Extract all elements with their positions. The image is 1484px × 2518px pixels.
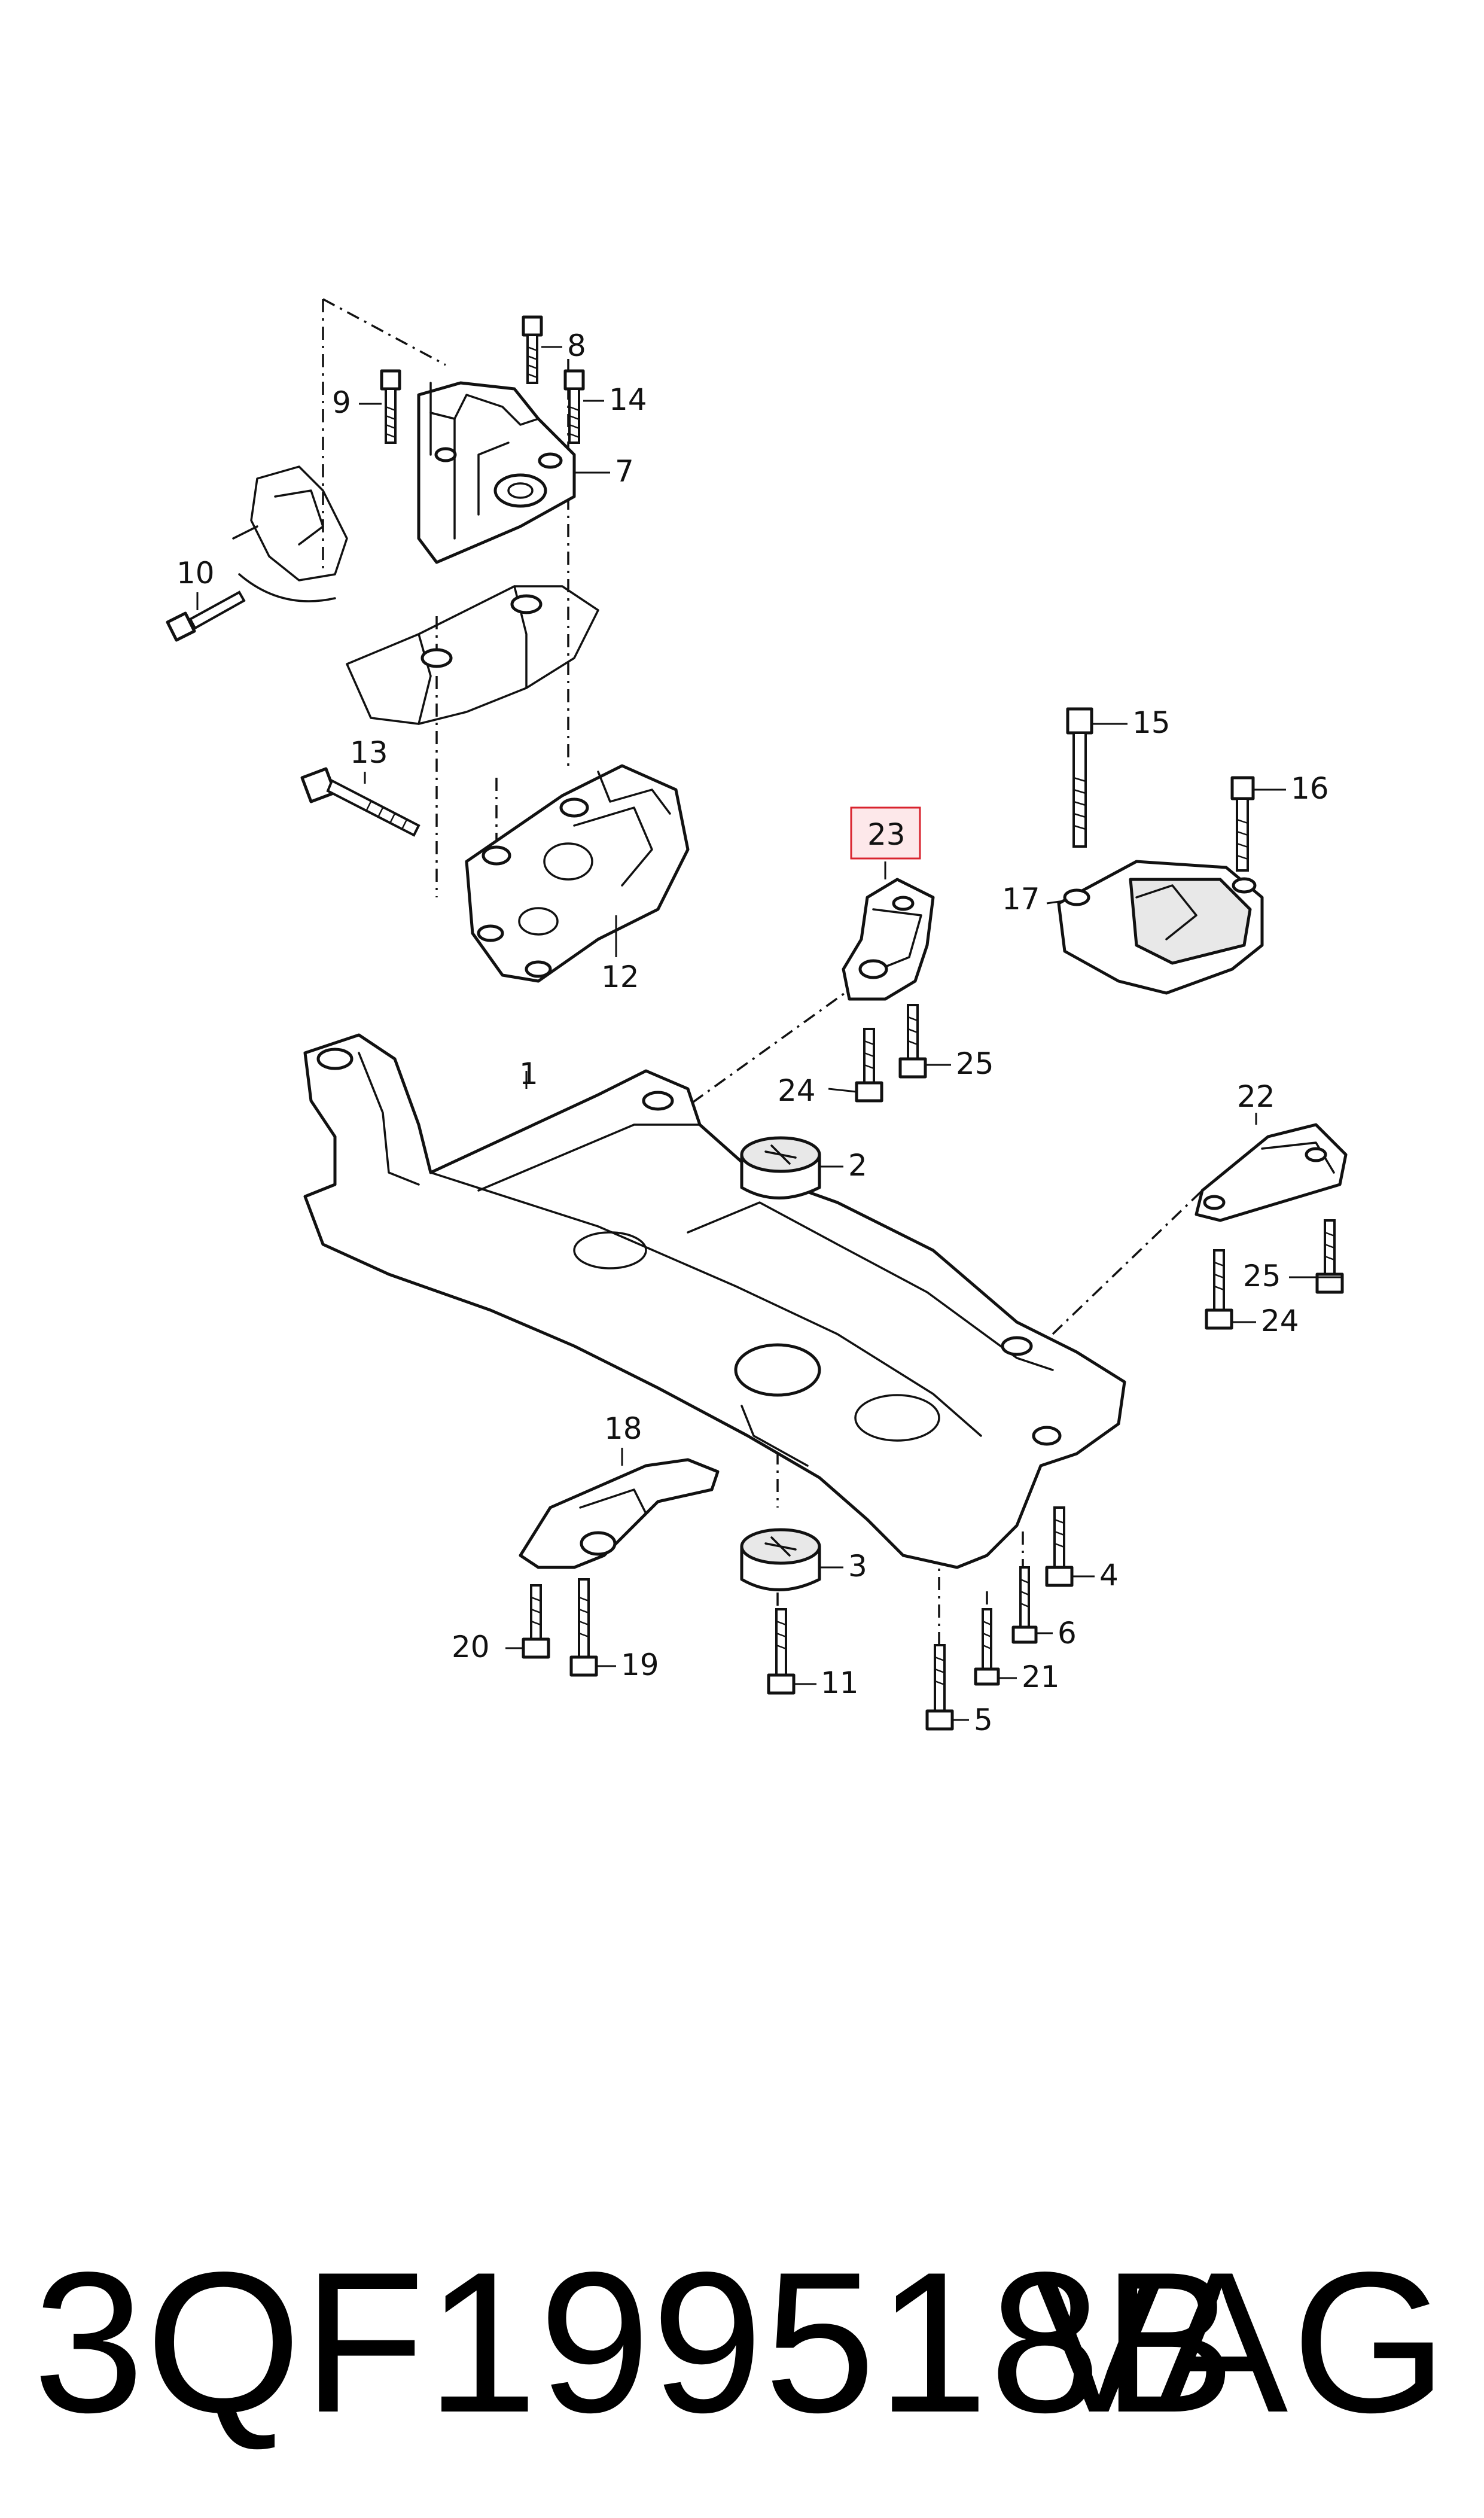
callout-4: 4	[1099, 1558, 1119, 1593]
callout-16: 16	[1291, 771, 1329, 806]
bolt-6	[1011, 1566, 1038, 1644]
callout-25-lower: 25	[1243, 1259, 1281, 1293]
transmission-mount	[1057, 860, 1264, 995]
callout-19: 19	[621, 1648, 659, 1682]
bolt-10	[166, 590, 246, 642]
pendulum-bracket	[842, 878, 935, 1001]
callout-5: 5	[974, 1703, 993, 1737]
exploded-parts-diagram: 1 2 3 4 5 6 7 8 9 10 11 12 13 14 15 16 1…	[166, 298, 1348, 1737]
callout-12: 12	[601, 960, 639, 994]
mount-base-plate	[346, 585, 599, 725]
bolt-25a	[898, 1004, 927, 1079]
callout-8: 8	[567, 328, 586, 363]
bolt-25b	[1315, 1219, 1344, 1294]
engine-mount	[417, 381, 576, 564]
bolt-4	[1045, 1506, 1074, 1587]
callout-labels: 1 2 3 4 5 6 7 8 9 10 11 12 13 14 15 16 1…	[176, 328, 1329, 1737]
callout-13: 13	[350, 735, 388, 770]
bolt-9	[380, 369, 401, 444]
part-number: 3QF199518B	[33, 2230, 1237, 2454]
bushing-upper	[740, 1136, 821, 1199]
bolt-20	[522, 1584, 550, 1659]
mount-bracket	[465, 764, 690, 983]
callout-2: 2	[848, 1148, 867, 1183]
footer: 3QF199518B VAG	[0, 2213, 1484, 2471]
highlight-box-23	[850, 806, 921, 860]
callout-23: 23	[867, 817, 906, 852]
bolt-24b	[1205, 1249, 1233, 1330]
callout-24-lower: 24	[1261, 1304, 1299, 1338]
callout-3: 3	[848, 1549, 867, 1584]
bolt-14	[563, 369, 585, 444]
torque-arm	[519, 1458, 720, 1569]
brand-name: VAG	[1032, 2230, 1451, 2454]
callout-9: 9	[332, 385, 351, 420]
leader-lines	[196, 346, 1343, 1721]
bolt-11	[767, 1608, 796, 1695]
callout-18: 18	[604, 1411, 642, 1446]
bolt-24a	[855, 1028, 883, 1103]
bolt-19	[569, 1578, 598, 1677]
bolt-5	[925, 1644, 954, 1731]
rear-bracket	[1194, 1123, 1348, 1222]
side-bracket	[232, 465, 348, 602]
callout-14: 14	[609, 382, 647, 417]
bushing-lower	[740, 1528, 821, 1591]
callout-11: 11	[821, 1666, 859, 1700]
callout-15: 15	[1132, 705, 1171, 740]
bolt-13	[300, 767, 420, 837]
subframe	[303, 1033, 1126, 1569]
callout-22: 22	[1237, 1079, 1275, 1114]
bolt-21	[974, 1608, 1000, 1686]
callout-10: 10	[176, 556, 215, 590]
bolt-15	[1066, 707, 1093, 848]
callout-7: 7	[615, 454, 634, 489]
callout-24-upper: 24	[778, 1073, 816, 1108]
callout-6: 6	[1058, 1616, 1077, 1651]
callout-17: 17	[1002, 882, 1040, 917]
callout-21: 21	[1022, 1660, 1060, 1694]
callout-25-upper: 25	[956, 1046, 994, 1081]
callout-1: 1	[519, 1056, 538, 1091]
callout-20: 20	[452, 1630, 490, 1664]
bolt-8	[522, 315, 543, 384]
bolts	[166, 315, 1344, 1731]
bolt-16	[1230, 776, 1255, 872]
